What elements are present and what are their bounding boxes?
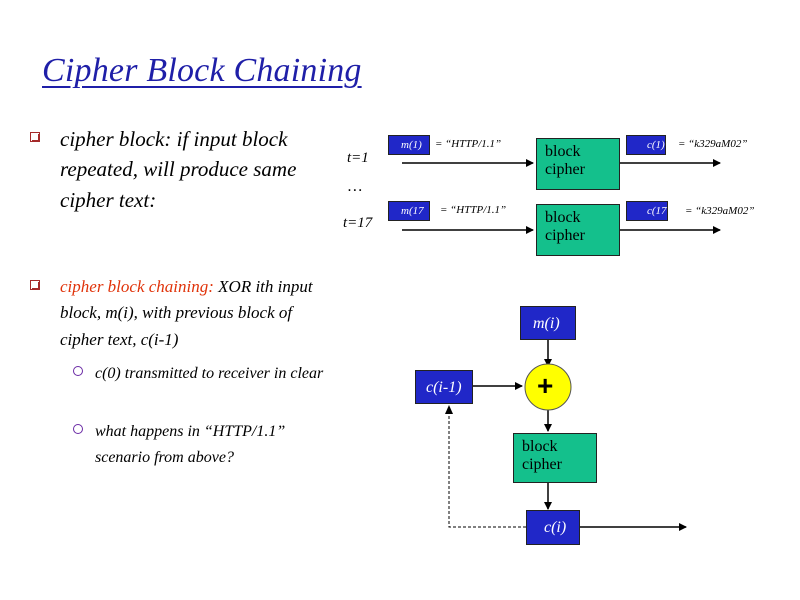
feedback-dashed-line bbox=[448, 413, 526, 528]
c1-value: = “k329aM02” bbox=[678, 138, 748, 150]
c1-label: c(1) bbox=[647, 139, 665, 151]
prev-cipher-label: c(i-1) bbox=[426, 379, 462, 396]
bullet-cipher-block: cipher block: if input block repeated, w… bbox=[60, 127, 297, 212]
c17-value: = “k329aM02” bbox=[685, 205, 755, 217]
mi-label: m(i) bbox=[533, 315, 560, 332]
t17-label: t=17 bbox=[343, 215, 373, 231]
sub-bullet-icon bbox=[73, 424, 83, 434]
bullet-square-icon bbox=[30, 280, 40, 290]
sub-bullet-icon bbox=[73, 366, 83, 376]
c17-label: c(17 bbox=[647, 205, 667, 217]
m1-label: m(1) bbox=[401, 139, 422, 151]
block-cipher-cbc: block cipher bbox=[513, 433, 597, 483]
block-cipher-row17: block cipher bbox=[536, 204, 620, 256]
m1-box: m(1) bbox=[388, 135, 430, 155]
ci-box: c(i) bbox=[526, 510, 580, 545]
block-cipher-row1: block cipher bbox=[536, 138, 620, 190]
sub-bullet-scenario: what happens in “HTTP/1.1” scenario from… bbox=[95, 423, 286, 466]
cbc-term: cipher block chaining: bbox=[60, 277, 214, 296]
ellipsis-label: … bbox=[348, 178, 363, 195]
feedback-arrowhead bbox=[445, 405, 453, 414]
m17-label: m(17 bbox=[401, 205, 424, 217]
bullet-square-icon bbox=[30, 132, 40, 142]
c1-box: c(1) bbox=[626, 135, 666, 155]
ci-label: c(i) bbox=[544, 519, 567, 536]
c17-box: c(17 bbox=[626, 201, 668, 221]
m1-value: = “HTTP/1.1” bbox=[435, 138, 502, 150]
mi-box: m(i) bbox=[520, 306, 576, 340]
t1-label: t=1 bbox=[347, 150, 369, 166]
m17-value: = “HTTP/1.1” bbox=[440, 204, 507, 216]
page-title: Cipher Block Chaining bbox=[42, 52, 362, 89]
m17-box: m(17 bbox=[388, 201, 430, 221]
xor-plus-sign: + bbox=[537, 370, 554, 401]
cbc-description: XOR ith input block, m(i), with previous… bbox=[60, 277, 313, 349]
sub-bullet-c0: c(0) transmitted to receiver in clear bbox=[95, 365, 324, 382]
xor-circle bbox=[524, 363, 572, 411]
prev-cipher-box: c(i-1) bbox=[415, 370, 473, 404]
bullet-cbc: cipher block chaining: XOR ith input blo… bbox=[60, 274, 325, 353]
